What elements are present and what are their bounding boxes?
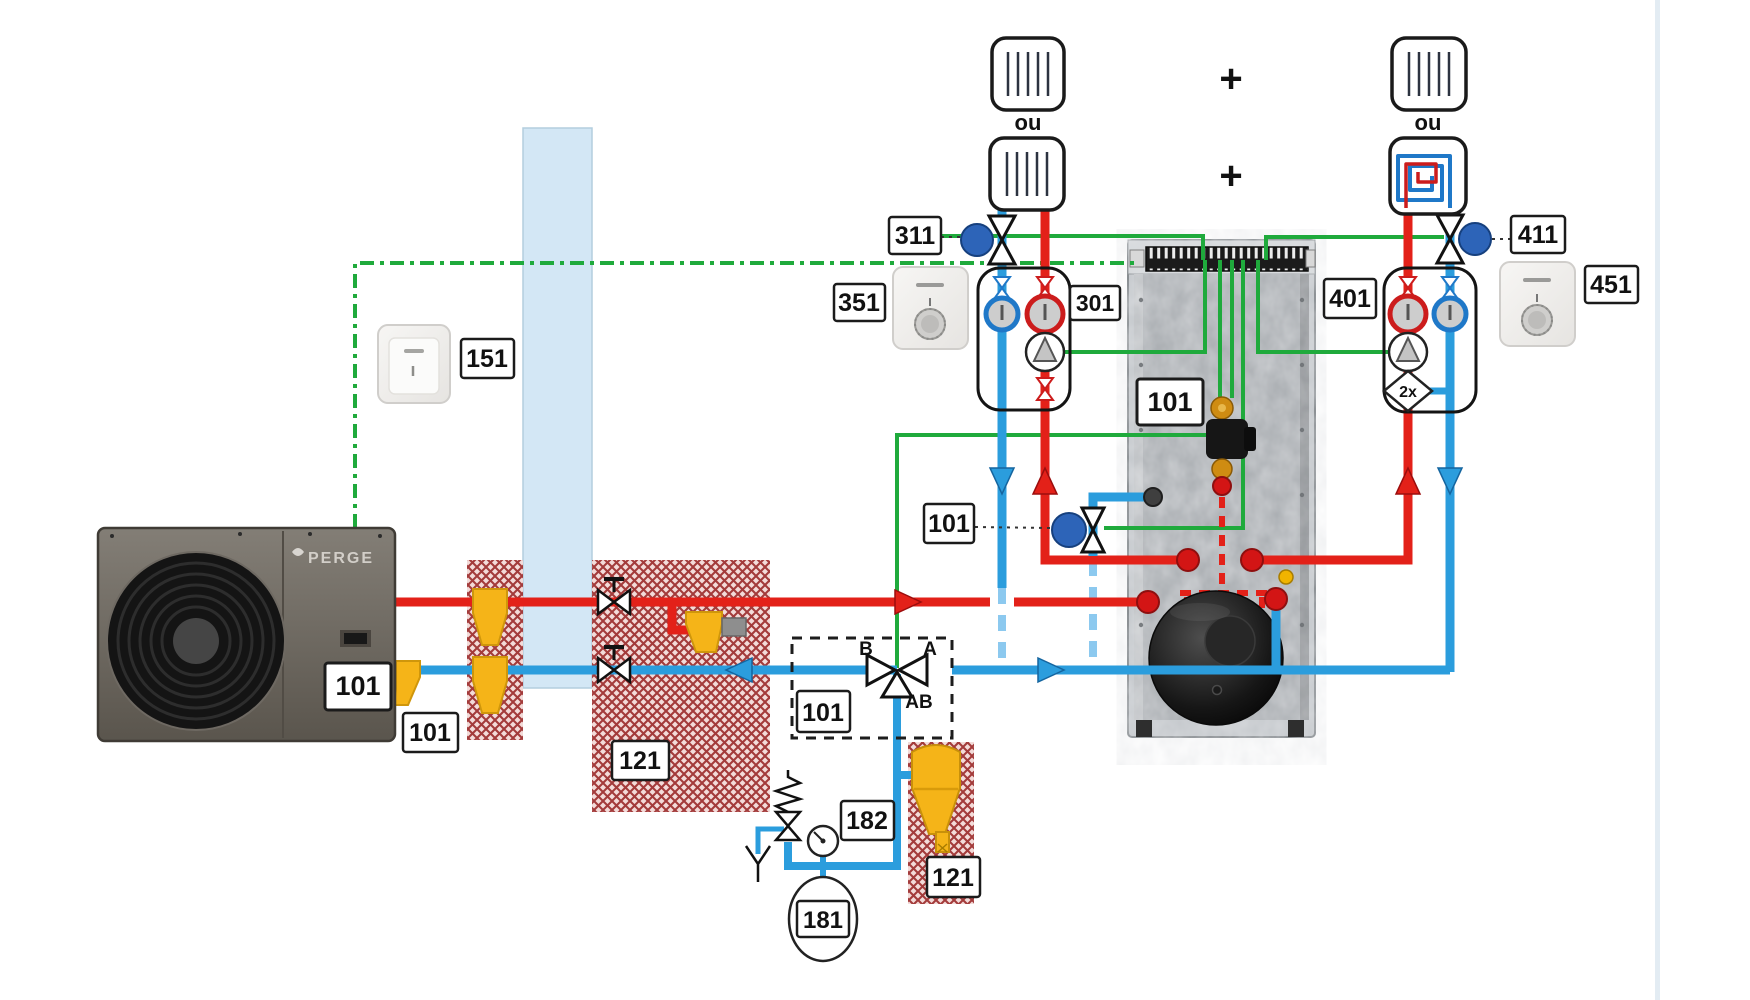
safety-group-icon [744,770,840,882]
outdoor-sensor-wire [353,261,1136,528]
internal-pump-dome [1148,590,1284,726]
tank-fill-port [1143,487,1163,507]
svg-text:301: 301 [1076,290,1115,316]
or-text-left: ou [1015,110,1042,135]
page-edge-line [1655,0,1660,1000]
tag-flex-connection: 101 [401,711,460,754]
zone-valve-left-icon [960,214,1018,266]
svg-text:451: 451 [1590,271,1632,299]
tag-wall-crossing: 121 [610,739,671,782]
svg-text:121: 121 [619,747,661,775]
svg-text:101: 101 [928,510,970,538]
wall-section [522,127,593,689]
fitting-cap [721,617,747,637]
tag-heat-pump: 101 [323,661,393,712]
tundish-icon [744,845,772,882]
three-way-valve-icon [790,636,954,740]
zone-valve-right-icon [1434,213,1492,265]
tag-charge-valve: 101 [922,502,976,545]
plus-upper: + [1219,57,1242,101]
svg-text:101: 101 [1147,387,1192,417]
flow-arrows [724,466,1464,684]
flex-elbow [392,660,421,706]
tag-connectors [941,236,1510,529]
tag-pump-group-left: 301 [1068,284,1122,322]
svg-text:101: 101 [802,699,844,727]
tag-expansion-vessel: 181 [795,899,851,939]
radiator-icon [1390,36,1468,112]
radiator-icon [990,36,1066,112]
svg-text:182: 182 [846,807,888,835]
tag-labels: 101 101 121 121 151 181 182 301 311 351 … [323,214,1640,939]
internal-mixing-valve [1206,396,1256,496]
double-pump-badge-label: 2x [1399,384,1417,401]
or-text-right: ou [1415,110,1442,135]
plus-lower: + [1219,154,1242,198]
svg-text:411: 411 [1518,221,1558,249]
shutoff-valve-supply [596,577,632,617]
thermostat-icon [1499,261,1576,347]
tag-room-stat-left: 351 [832,282,887,323]
hidden-return-pipes [998,560,1097,664]
control-wiring [353,234,1444,668]
svg-text:151: 151 [466,345,508,373]
tag-pump-group-right: 401 [1322,277,1378,320]
tag-room-stat-right: 451 [1583,264,1640,305]
floor-heating-icon [1388,136,1468,216]
port-b: B [859,639,873,660]
svg-text:PERGE: PERGE [308,550,374,567]
dirt-separator-icon [911,744,961,853]
tank-vent-valve [1278,569,1294,585]
tag-safety-group: 182 [839,799,896,842]
svg-text:311: 311 [895,222,935,250]
port-ab: AB [905,692,932,713]
pump-group-right: 2x [1382,266,1478,414]
svg-text:121: 121 [932,864,974,892]
svg-text:101: 101 [335,671,380,701]
svg-text:351: 351 [838,289,880,317]
tag-boiler-module: 101 [1135,377,1205,427]
tag-outdoor-sensor: 151 [459,337,516,380]
tag-zone-valve-left: 311 [887,215,943,256]
controller-rail [1145,246,1309,272]
svg-text:401: 401 [1329,285,1371,313]
tag-zone-valve-right: 411 [1509,214,1567,255]
svg-text:101: 101 [409,719,451,747]
double-pump-badge [1382,369,1434,413]
tag-dirt-separator: 121 [925,855,982,899]
radiator-icon [988,136,1066,212]
heat-pump-icon: PERGE [96,526,397,743]
thermostat-icon [892,266,969,350]
tag-three-way-valve: 101 [795,689,852,734]
charge-valve-icon [1051,506,1107,554]
svg-text:181: 181 [803,907,843,934]
shutoff-valve-return [596,645,632,685]
tank-ports [1136,548,1288,614]
brand-logo: PERGE [292,548,374,567]
outdoor-sensor-icon [377,324,451,404]
pump-group-left [976,266,1072,412]
port-a: A [923,639,937,660]
